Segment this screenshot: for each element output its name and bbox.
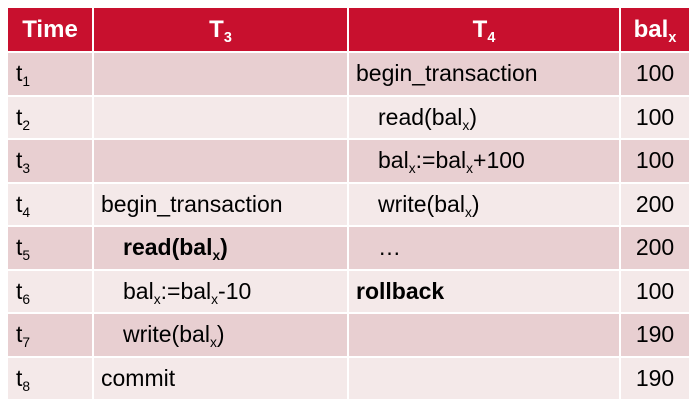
- time-cell: t5: [6, 225, 94, 271]
- table-row: t6 balx:=balx-10 rollback 100: [6, 268, 691, 314]
- operation-text: write(balx): [123, 321, 225, 351]
- table-row: t2 read(balx) 100: [6, 94, 691, 140]
- operation-text: read(balx): [378, 103, 477, 133]
- time-cell: t7: [6, 312, 94, 358]
- t4-cell: …: [347, 225, 621, 271]
- t4-cell: [347, 312, 621, 358]
- t3-cell: [92, 51, 349, 97]
- header-t4: T4: [347, 6, 621, 53]
- t3-cell: begin_transaction: [92, 181, 349, 227]
- bal-cell: 100: [619, 94, 691, 140]
- operation-text: balx:=balx+100: [378, 147, 525, 177]
- table-row: t4 begin_transaction write(balx) 200: [6, 181, 691, 227]
- table-row: t3 balx:=balx+100 100: [6, 138, 691, 184]
- bal-cell: 190: [619, 355, 691, 401]
- bal-cell: 190: [619, 312, 691, 358]
- bal-cell: 200: [619, 181, 691, 227]
- t4-cell: write(balx): [347, 181, 621, 227]
- header-t3: T3: [92, 6, 349, 53]
- table-row: t7 write(balx) 190: [6, 312, 691, 358]
- table-row: t8 commit 190: [6, 355, 691, 401]
- transaction-schedule-table: Time T3 T4 balx t1 begin_transaction 100…: [6, 6, 691, 401]
- time-cell: t3: [6, 138, 94, 184]
- t4-cell: begin_transaction: [347, 51, 621, 97]
- operation-text: balx:=balx-10: [123, 277, 252, 307]
- t3-cell: [92, 138, 349, 184]
- t4-cell: read(balx): [347, 94, 621, 140]
- table-row: t5 read(balx) … 200: [6, 225, 691, 271]
- header-time: Time: [6, 6, 94, 53]
- t4-cell: rollback: [347, 268, 621, 314]
- header-balx: balx: [619, 6, 691, 53]
- header-row: Time T3 T4 balx: [6, 6, 691, 53]
- operation-text: write(balx): [378, 190, 480, 220]
- time-cell: t2: [6, 94, 94, 140]
- t3-cell: [92, 94, 349, 140]
- bal-cell: 200: [619, 225, 691, 271]
- time-cell: t1: [6, 51, 94, 97]
- bal-cell: 100: [619, 138, 691, 184]
- t4-cell: balx:=balx+100: [347, 138, 621, 184]
- time-cell: t6: [6, 268, 94, 314]
- t4-cell: [347, 355, 621, 401]
- table-row: t1 begin_transaction 100: [6, 51, 691, 97]
- time-cell: t8: [6, 355, 94, 401]
- operation-text: read(balx): [123, 234, 228, 264]
- t3-cell: read(balx): [92, 225, 349, 271]
- bal-cell: 100: [619, 268, 691, 314]
- t3-cell: balx:=balx-10: [92, 268, 349, 314]
- t3-cell: commit: [92, 355, 349, 401]
- time-cell: t4: [6, 181, 94, 227]
- t3-cell: write(balx): [92, 312, 349, 358]
- bal-cell: 100: [619, 51, 691, 97]
